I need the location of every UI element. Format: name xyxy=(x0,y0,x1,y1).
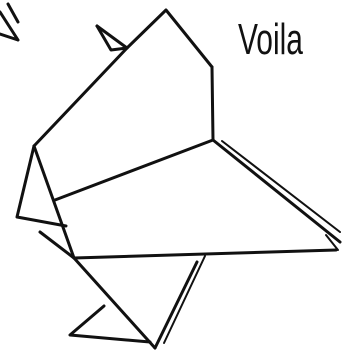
tail-upper-edge xyxy=(213,140,340,242)
caption-text: Voila xyxy=(238,18,303,62)
bird-head xyxy=(97,10,212,67)
arrow-fragment-icon xyxy=(0,4,18,40)
leg-right-double xyxy=(164,256,205,343)
bird-neck-back xyxy=(212,67,213,140)
leg-left xyxy=(74,258,155,348)
body-crease xyxy=(55,140,213,200)
foot xyxy=(70,306,150,342)
bird-neck-front xyxy=(34,48,127,146)
leg-right xyxy=(155,262,197,348)
tail-upper-edge-double xyxy=(222,141,340,232)
